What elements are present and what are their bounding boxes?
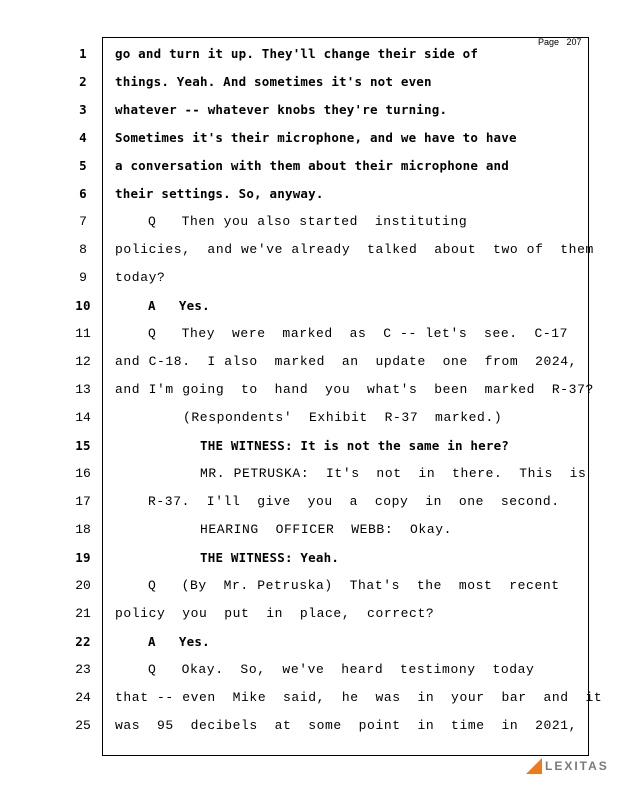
transcript-line: today? <box>115 270 166 285</box>
transcript-line: (Respondents' Exhibit R-37 marked.) <box>183 410 503 425</box>
line-number: 24 <box>75 690 91 705</box>
line-number: 6 <box>79 186 87 201</box>
line-number: 21 <box>75 606 91 621</box>
transcript-line: go and turn it up. They'll change their … <box>115 46 479 61</box>
line-number: 1 <box>79 46 87 61</box>
line-number: 9 <box>79 270 87 285</box>
transcript-line: Q They were marked as C -- let's see. C-… <box>148 326 569 341</box>
line-number: 25 <box>75 718 91 733</box>
line-number: 17 <box>75 494 91 509</box>
transcript-line: their settings. So, anyway. <box>115 186 324 201</box>
line-number: 5 <box>79 158 87 173</box>
transcript-line: things. Yeah. And sometimes it's not eve… <box>115 74 432 89</box>
transcript-line: Q (By Mr. Petruska) That's the most rece… <box>148 578 560 593</box>
line-number: 16 <box>75 466 91 481</box>
line-number: 15 <box>75 438 91 453</box>
line-number: 10 <box>75 298 91 313</box>
line-number: 12 <box>75 354 91 369</box>
transcript-line: R-37. I'll give you a copy in one second… <box>148 494 560 509</box>
line-number: 13 <box>75 382 91 397</box>
line-number: 18 <box>75 522 91 537</box>
logo-mark-icon <box>526 758 542 774</box>
transcript-line: THE WITNESS: It is not the same in here? <box>200 438 510 453</box>
line-number: 4 <box>79 130 87 145</box>
line-number: 8 <box>79 242 87 257</box>
transcript-frame <box>102 37 589 756</box>
page-number: Page 207 <box>538 37 582 47</box>
line-number: 23 <box>75 662 91 677</box>
line-number: 20 <box>75 578 91 593</box>
line-number: 14 <box>75 410 91 425</box>
transcript-line: Q Okay. So, we've heard testimony today <box>148 662 535 677</box>
line-number: 11 <box>75 326 91 341</box>
line-number: 19 <box>75 550 91 565</box>
transcript-line: MR. PETRUSKA: It's not in there. This is <box>200 466 587 481</box>
transcript-line: A Yes. <box>148 634 210 649</box>
transcript-line: and C-18. I also marked an update one fr… <box>115 354 578 369</box>
transcript-line: THE WITNESS: Yeah. <box>200 550 340 565</box>
line-number: 22 <box>75 634 91 649</box>
transcript-line: and I'm going to hand you what's been ma… <box>115 382 594 397</box>
transcript-line: whatever -- whatever knobs they're turni… <box>115 102 448 117</box>
line-number: 3 <box>79 102 87 117</box>
transcript-line: that -- even Mike said, he was in your b… <box>115 690 603 705</box>
line-number: 7 <box>79 214 87 229</box>
transcript-line: policy you put in place, correct? <box>115 606 435 621</box>
transcript-line: was 95 decibels at some point in time in… <box>115 718 578 733</box>
transcript-line: Q Then you also started instituting <box>148 214 468 229</box>
transcript-line: A Yes. <box>148 298 210 313</box>
transcript-line: Sometimes it's their microphone, and we … <box>115 130 517 145</box>
transcript-line: a conversation with them about their mic… <box>115 158 510 173</box>
line-number: 2 <box>79 74 87 89</box>
lexitas-logo: LEXITAS <box>526 758 609 774</box>
transcript-line: policies, and we've already talked about… <box>115 242 594 257</box>
transcript-line: HEARING OFFICER WEBB: Okay. <box>200 522 453 537</box>
